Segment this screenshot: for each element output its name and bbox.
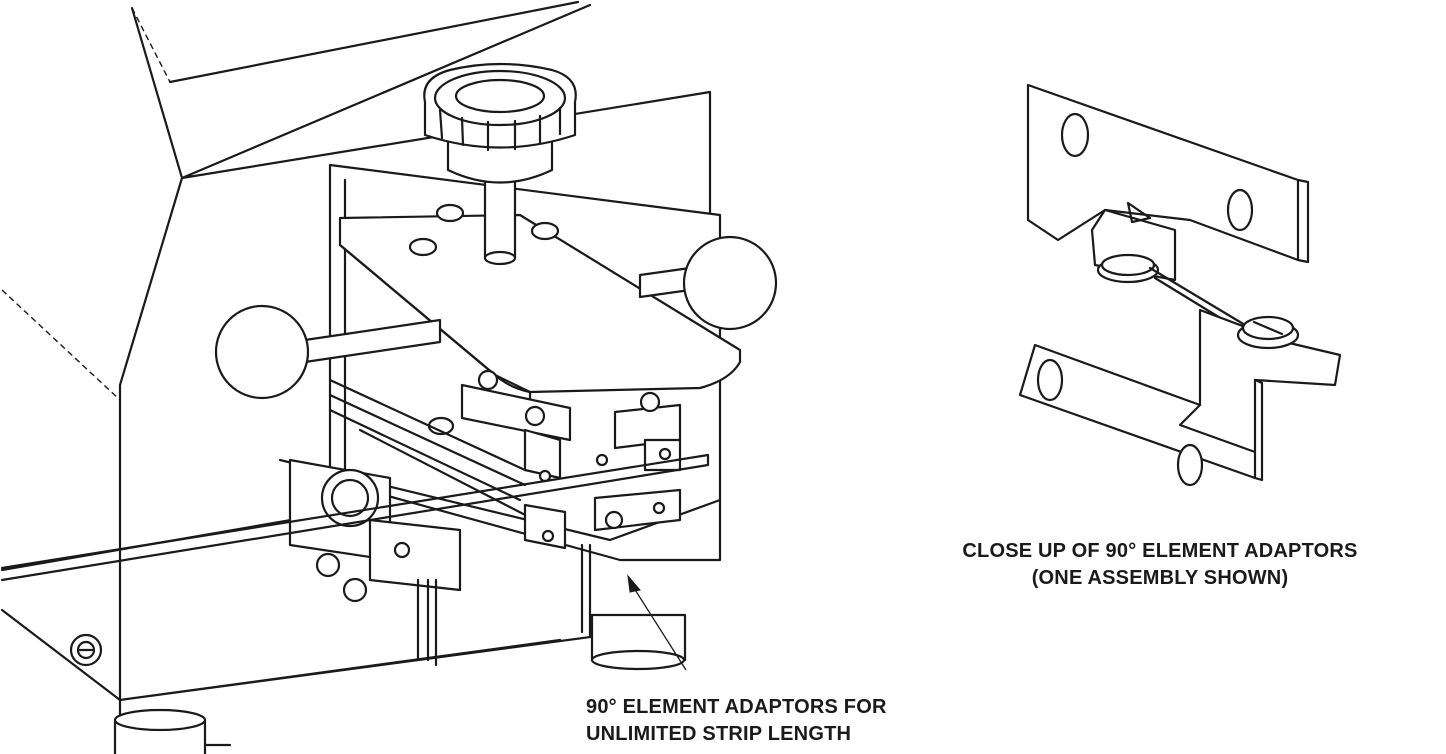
closeup-caption-line2: (ONE ASSEMBLY SHOWN) [1031, 567, 1289, 589]
left-ball-handle [214, 304, 442, 400]
main-caption-line2: UNLIMITED STRIP LENGTH [586, 723, 852, 745]
guide-rails [328, 378, 537, 522]
front-screw [69, 633, 103, 667]
platform-screws [408, 203, 560, 436]
callout-leader [631, 584, 687, 671]
housing-inner-edge [168, 0, 580, 84]
closeup-adaptor [1018, 83, 1342, 487]
top-platform-edge [338, 243, 532, 402]
fixture-assembly [0, 0, 778, 754]
top-platform [338, 213, 742, 394]
element-wires [416, 543, 592, 667]
adjustment-knob [423, 62, 577, 266]
main-caption-line1: 90° ELEMENT ADAPTORS FOR [586, 696, 887, 718]
lower-screw [1236, 315, 1300, 350]
closeup-caption-line1: CLOSE UP OF 90° ELEMENT ADAPTORS [962, 540, 1358, 562]
lower-bracket [1018, 308, 1342, 480]
clamp-blocks [288, 383, 682, 592]
closeup-caption: CLOSE UP OF 90° ELEMENT ADAPTORS (ONE AS… [880, 538, 1440, 592]
right-ball-handle [638, 235, 778, 331]
socket-screws [315, 369, 672, 603]
left-foot [113, 708, 207, 754]
housing-outline [118, 3, 712, 702]
construction-line-left [1, 289, 121, 401]
callout-arrowhead [627, 574, 641, 593]
test-strip [0, 453, 710, 582]
construction-line-top [131, 7, 171, 83]
upper-screw [1096, 253, 1160, 284]
main-caption: 90° ELEMENT ADAPTORS FOR UNLIMITED STRIP… [586, 694, 887, 748]
right-foot [590, 613, 687, 671]
